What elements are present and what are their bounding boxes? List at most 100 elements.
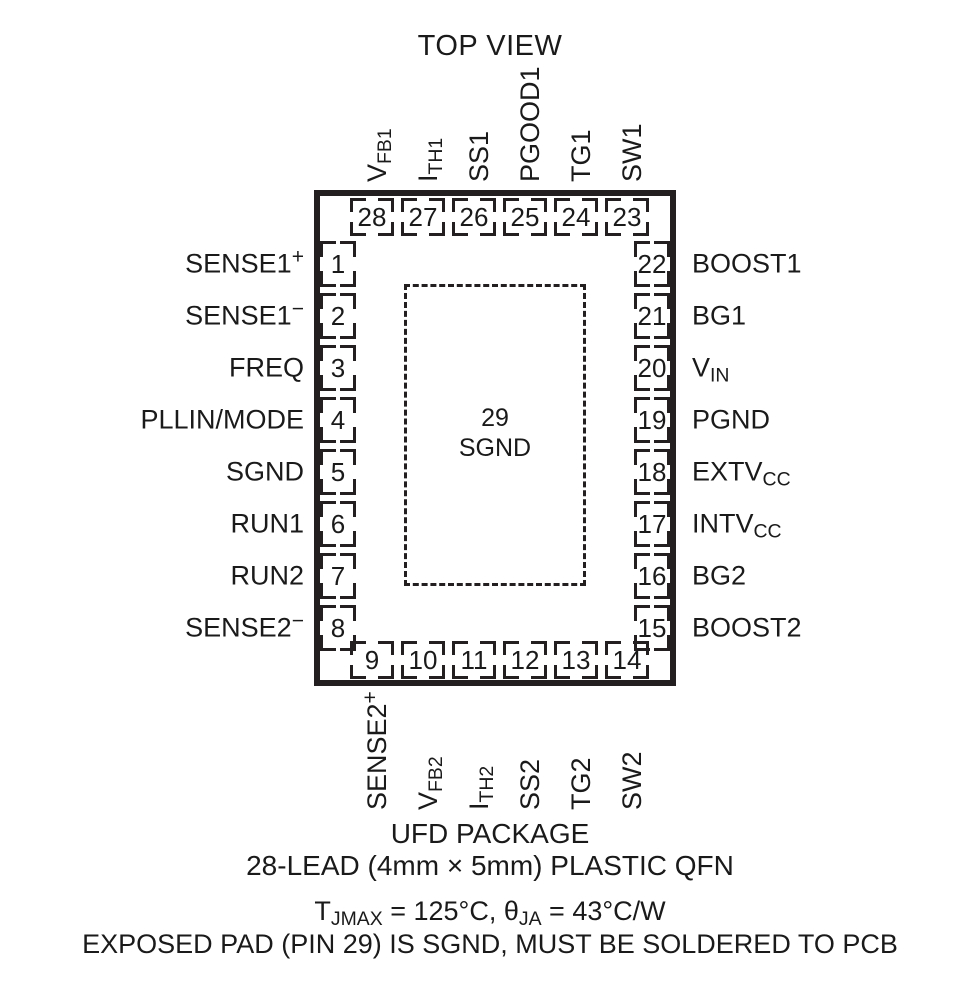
pin-box-12[interactable]: 12 [503, 641, 547, 679]
bracket-tr [582, 641, 598, 655]
pin-number: 6 [330, 509, 346, 539]
bracket-bl [554, 222, 570, 236]
pin-box-17[interactable]: 17 [634, 501, 670, 547]
pin-label-bg1: BG1 [692, 302, 746, 330]
pin-box-16[interactable]: 16 [634, 553, 670, 599]
caption-package-spec: 28-LEAD (4mm × 5mm) PLASTIC QFN [246, 850, 734, 881]
bracket-br [340, 323, 356, 339]
bracket-tl [605, 198, 621, 212]
pin-label-sub: TH2 [476, 765, 499, 803]
pin-box-8[interactable]: 8 [320, 605, 356, 651]
pin-box-26[interactable]: 26 [452, 198, 496, 236]
bracket-br [582, 665, 598, 679]
pin-label-text: SENSE2 [362, 703, 392, 810]
pin-number: 4 [330, 405, 346, 435]
pin-number: 11 [460, 645, 488, 675]
bracket-tl [634, 397, 650, 413]
bracket-br [654, 427, 670, 443]
pin-box-28[interactable]: 28 [350, 198, 394, 236]
pin-box-5[interactable]: 5 [320, 449, 356, 495]
tjmax-subscript: JMAX [330, 908, 383, 931]
bracket-tr [340, 293, 356, 309]
bracket-br [654, 583, 670, 599]
page-title: TOP VIEW [417, 30, 563, 62]
bracket-br [340, 427, 356, 443]
pin-box-3[interactable]: 3 [320, 345, 356, 391]
bracket-tr [340, 449, 356, 465]
pin-label-pllin-mode: PLLIN/MODE [140, 406, 304, 434]
pin-label-text: SENSE1 [185, 300, 292, 331]
pin-box-10[interactable]: 10 [401, 641, 445, 679]
bracket-tl [320, 553, 336, 569]
pin-label-sup: − [291, 609, 304, 633]
pin-label-text: RUN1 [230, 508, 304, 539]
pin-box-1[interactable]: 1 [320, 241, 356, 287]
pin-box-22[interactable]: 22 [634, 241, 670, 287]
pin-box-21[interactable]: 21 [634, 293, 670, 339]
pin-box-11[interactable]: 11 [452, 641, 496, 679]
bracket-bl [350, 665, 366, 679]
bracket-tr [480, 641, 496, 655]
pin-label-text: SW2 [617, 751, 647, 810]
pin-box-15[interactable]: 15 [634, 605, 670, 651]
bracket-bl [320, 323, 336, 339]
bracket-br [429, 222, 445, 236]
pin-number: 2 [330, 301, 346, 331]
pin-label-text: SENSE1 [185, 248, 292, 279]
pin-box-20[interactable]: 20 [634, 345, 670, 391]
bracket-bl [634, 583, 650, 599]
bracket-br [429, 665, 445, 679]
pin-label-text: I [413, 174, 443, 182]
bracket-tr [480, 198, 496, 212]
pin-box-19[interactable]: 19 [634, 397, 670, 443]
bracket-bl [554, 665, 570, 679]
bracket-br [480, 222, 496, 236]
pin-label-text: TG2 [566, 757, 596, 810]
pin-box-13[interactable]: 13 [554, 641, 598, 679]
bracket-br [340, 375, 356, 391]
bracket-tr [654, 449, 670, 465]
theta-value: = 43°C/W [541, 896, 666, 926]
pin-label-boost2: BOOST2 [692, 614, 802, 642]
bracket-bl [452, 222, 468, 236]
pin-box-6[interactable]: 6 [320, 501, 356, 547]
bracket-bl [320, 271, 336, 287]
pin-box-27[interactable]: 27 [401, 198, 445, 236]
pin-box-14[interactable]: 14 [605, 641, 649, 679]
pin-box-4[interactable]: 4 [320, 397, 356, 443]
pin-number: 22 [637, 249, 667, 279]
pin-box-7[interactable]: 7 [320, 553, 356, 599]
bracket-tr [340, 241, 356, 257]
pin-number: 27 [408, 202, 438, 232]
pin-box-23[interactable]: 23 [605, 198, 649, 236]
bracket-tr [654, 397, 670, 413]
bracket-tr [654, 605, 670, 621]
pin-label-sub: FB2 [425, 756, 448, 792]
pin-number: 9 [364, 645, 380, 675]
bracket-tr [654, 553, 670, 569]
pin-box-24[interactable]: 24 [554, 198, 598, 236]
pin-label-sup: − [291, 297, 304, 321]
bracket-tl [320, 293, 336, 309]
pin-label-sup: + [291, 245, 304, 269]
pin-label-text: FREQ [228, 352, 304, 383]
pin-box-25[interactable]: 25 [503, 198, 547, 236]
bracket-bl [320, 531, 336, 547]
bracket-tl [320, 397, 336, 413]
pin-box-2[interactable]: 2 [320, 293, 356, 339]
bracket-bl [634, 271, 650, 287]
pin-number: 23 [612, 202, 642, 232]
bracket-bl [634, 479, 650, 495]
pin-label-run1: RUN1 [230, 508, 304, 539]
pin-label-text: I [464, 802, 494, 810]
bracket-tr [531, 641, 547, 655]
bracket-bl [452, 665, 468, 679]
bracket-bl [320, 583, 336, 599]
bracket-br [340, 479, 356, 495]
package-body-outline [314, 190, 676, 686]
bracket-br [654, 323, 670, 339]
bracket-tl [634, 501, 650, 517]
bracket-tl [320, 449, 336, 465]
pin-box-18[interactable]: 18 [634, 449, 670, 495]
pin-box-9[interactable]: 9 [350, 641, 394, 679]
